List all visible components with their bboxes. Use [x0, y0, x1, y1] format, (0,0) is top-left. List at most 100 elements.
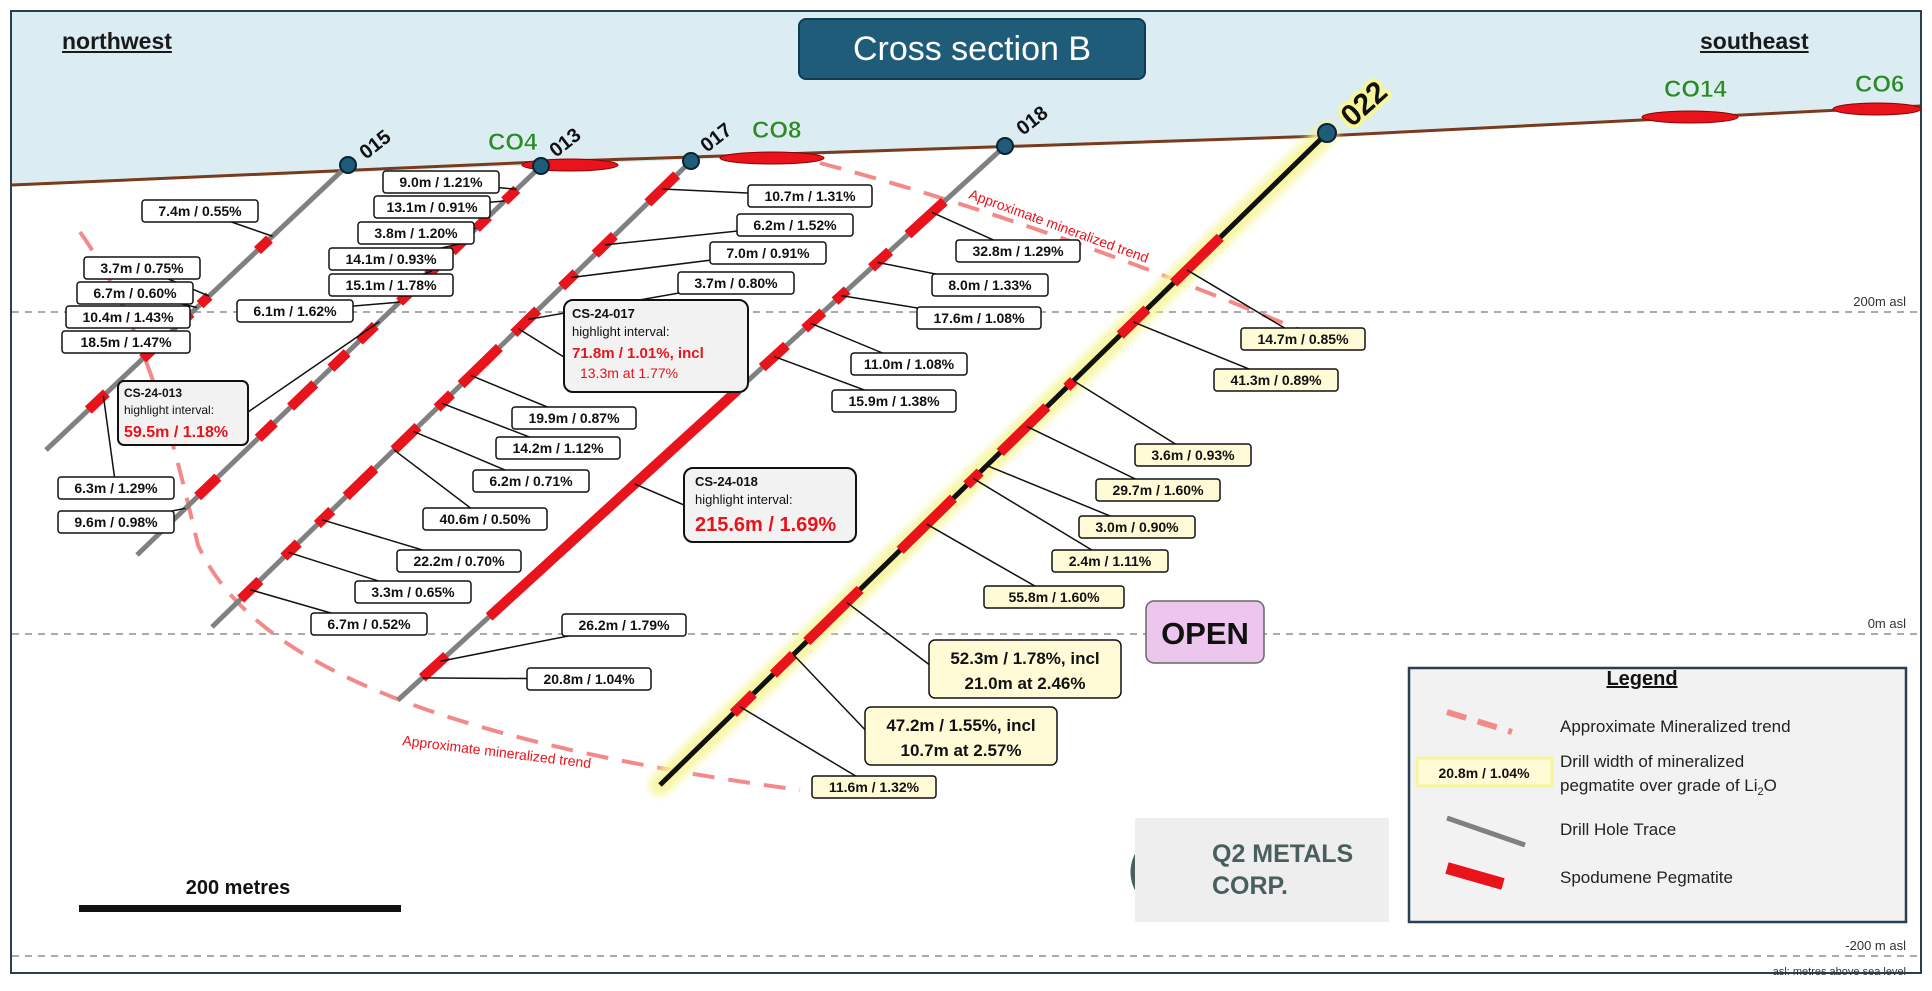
pegmatite-interval-013-6	[355, 321, 379, 345]
hole-013-collar	[532, 157, 550, 175]
intercept-box-grey-20	[422, 507, 548, 531]
intercept-label-grey-22: 3.3m / 0.65%	[371, 584, 455, 600]
intercept-label-grey-4: 14.1m / 0.93%	[345, 251, 437, 267]
intercept-box-grey-11	[57, 476, 175, 500]
pegmatite-interval-022-4	[996, 403, 1051, 457]
intercept-label-grey-13: 10.7m / 1.31%	[764, 188, 856, 204]
pegmatite-interval-017-6	[433, 390, 455, 412]
intercept-label-grey-9: 10.4m / 1.43%	[82, 309, 174, 325]
elevation-label-0: 0m asl	[1868, 616, 1906, 631]
direction-southeast: southeast	[1700, 28, 1809, 54]
intercept-label-yellow-6: 55.8m / 1.60%	[1008, 589, 1100, 605]
intercept-multi-line2-0: 21.0m at 2.46%	[965, 674, 1086, 693]
intercept-box-grey-15	[709, 241, 827, 265]
highlight-013-caption: highlight interval:	[124, 403, 214, 417]
intercept-label-yellow-0: 14.7m / 0.85%	[1257, 331, 1349, 347]
legend-width-line2-pre: pegmatite over grade of Li	[1560, 776, 1758, 795]
intercept-box-grey-28	[916, 306, 1042, 330]
intercept-label-grey-20: 40.6m / 0.50%	[439, 511, 531, 527]
occurrence-label-co8: CO8	[752, 117, 801, 144]
pegmatite-interval-013-9	[254, 419, 278, 442]
section-title: Cross section B	[798, 18, 1146, 80]
intercept-label-grey-25: 20.8m / 1.04%	[543, 671, 635, 687]
occurrence-label-co6: CO6	[1855, 71, 1904, 98]
pegmatite-interval-015-1	[253, 235, 273, 255]
intercept-label-yellow-7: 11.6m / 1.32%	[829, 779, 920, 795]
intercept-label-yellow-1: 41.3m / 0.89%	[1230, 372, 1322, 388]
pegmatite-interval-018-7	[418, 651, 450, 682]
pegmatite-interval-017-5	[457, 343, 503, 389]
intercept-box-grey-29	[850, 352, 968, 376]
highlight-017-caption: highlight interval:	[572, 324, 670, 339]
pegmatite-interval-017-9	[313, 506, 336, 529]
intercept-label-grey-8: 6.7m / 0.60%	[93, 285, 177, 301]
intercept-box-grey-17	[511, 406, 637, 430]
intercept-box-grey-4	[328, 247, 454, 271]
intercept-box-grey-22	[354, 580, 472, 604]
legend-trend-text: Approximate Mineralized trend	[1560, 717, 1791, 736]
intercept-box-grey-27	[931, 273, 1049, 297]
intercept-box-grey-13	[747, 184, 873, 208]
intercept-label-grey-29: 11.0m / 1.08%	[864, 356, 955, 372]
open-label: OPEN	[1161, 616, 1249, 651]
intercept-box-yellow-4	[1078, 515, 1196, 539]
leader-yellow-6	[926, 523, 1055, 598]
intercept-label-grey-23: 6.7m / 0.52%	[327, 616, 411, 632]
pegmatite-interval-017-1	[644, 171, 681, 207]
intercept-box-grey-26	[955, 239, 1081, 263]
intercept-label-grey-1: 9.0m / 1.21%	[399, 174, 483, 190]
intercept-box-grey-14	[736, 213, 854, 237]
legend-pegmatite-text: Spodumene Pegmatite	[1560, 868, 1733, 887]
leader-multi-1	[792, 654, 872, 737]
intercept-box-grey-18	[495, 436, 621, 460]
intercept-label-grey-17: 19.9m / 0.87%	[528, 410, 620, 426]
legend-width-line2: pegmatite over grade of Li2O	[1560, 776, 1777, 798]
pegmatite-interval-013-8	[287, 380, 319, 411]
pegmatite-interval-013-10	[194, 473, 222, 501]
highlight-017-hole: CS-24-017	[572, 306, 635, 321]
highlight-013-hole: CS-24-013	[124, 386, 182, 400]
leader-yellow-2	[1073, 380, 1194, 456]
intercept-box-grey-3	[357, 221, 475, 245]
pegmatite-interval-013-7	[327, 349, 351, 372]
pegmatite-interval-022-9	[729, 690, 757, 717]
legend-title: Legend	[1606, 668, 1677, 690]
company-logo-line1: Q2 METALS	[1212, 840, 1354, 868]
intercept-box-grey-5	[328, 273, 454, 297]
mineralized-trend-envelope	[78, 161, 1301, 792]
legend-trace-text: Drill Hole Trace	[1560, 820, 1676, 839]
intercept-label-grey-0: 7.4m / 0.55%	[158, 203, 242, 219]
pegmatite-interval-017-3	[558, 269, 580, 291]
legend-sample-text: 20.8m / 1.04%	[1438, 765, 1530, 781]
open-marker: OPEN	[1145, 600, 1265, 664]
company-logo-text: Q2 METALS CORP.	[1212, 838, 1353, 902]
intercept-box-yellow-5	[1051, 549, 1169, 573]
intercept-box-grey-25	[526, 667, 652, 691]
intercept-labels: 7.4m / 0.55%9.0m / 1.21%13.1m / 0.91%3.8…	[57, 170, 1366, 799]
intercept-box-grey-23	[310, 612, 428, 636]
intercept-box-grey-12	[57, 510, 175, 534]
elevation-note: asl: metres above sea level	[1773, 966, 1906, 978]
pegmatite-interval-022-1	[1170, 233, 1224, 287]
intercept-label-grey-24: 26.2m / 1.79%	[578, 617, 670, 633]
highlight-callout-018: CS-24-018 highlight interval: 215.6m / 1…	[683, 467, 857, 543]
intercept-box-yellow-3	[1095, 478, 1221, 502]
legend-sample-box	[1415, 756, 1554, 788]
scale-bar-label: 200 metres	[186, 877, 291, 899]
intercept-label-grey-10: 18.5m / 1.47%	[80, 334, 172, 350]
pegmatite-interval-017-10	[280, 539, 302, 561]
leader-grey-11	[102, 395, 117, 489]
intercept-box-yellow-7	[811, 775, 937, 799]
pegmatite-interval-022-7	[803, 585, 864, 646]
occurrence-label-co4: CO4	[488, 129, 538, 156]
intercept-multi-line1-1: 47.2m / 1.55%, incl	[886, 716, 1035, 735]
intercept-label-yellow-2: 3.6m / 0.93%	[1151, 447, 1235, 463]
intercept-label-grey-26: 32.8m / 1.29%	[972, 243, 1064, 259]
pegmatite-interval-017-4	[510, 306, 542, 338]
intercept-label-grey-18: 14.2m / 1.12%	[512, 440, 604, 456]
occurrence-label-co14: CO14	[1664, 76, 1727, 103]
scale-bar: 200 metres	[79, 877, 401, 912]
intercept-label-grey-28: 17.6m / 1.08%	[933, 310, 1025, 326]
intercept-box-yellow-1	[1213, 368, 1339, 392]
leader-yellow-7	[739, 706, 875, 788]
